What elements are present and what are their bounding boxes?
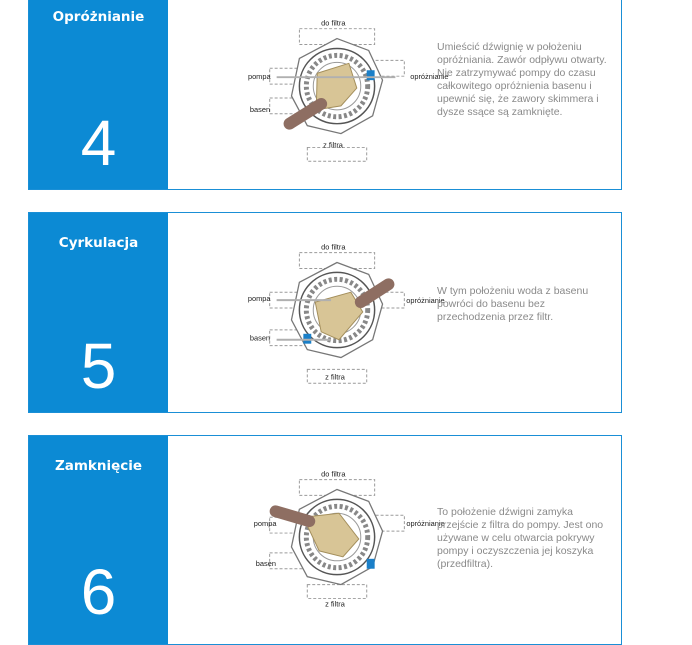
card-title: Zamknięcie xyxy=(54,458,143,474)
port-marker xyxy=(366,558,375,569)
card-title: Cyrkulacja xyxy=(58,235,139,251)
valve-diagram: do filtra pompa basen opróżnianie z filt… xyxy=(248,243,445,384)
lever-handle xyxy=(302,512,360,558)
card-number: 5 xyxy=(80,330,117,402)
label-left-bottom: basen xyxy=(250,105,270,114)
card-description: W tym położeniu woda z basenu powróci do… xyxy=(437,285,589,323)
label-top: do filtra xyxy=(321,19,346,28)
card-side-panel: Cyrkulacja 5 xyxy=(29,213,168,412)
label-top: do filtra xyxy=(321,243,346,252)
valve-diagram: do filtra pompa basen opróżnianie z filt… xyxy=(248,19,449,162)
lever-grip xyxy=(354,278,395,309)
valve-diagram: do filtra pompa basen opróżnianie z filt… xyxy=(254,470,445,609)
label-right: opróżnianie xyxy=(410,72,448,81)
card-number: 6 xyxy=(80,556,117,628)
label-left-top: pompa xyxy=(254,519,278,528)
label-right: opróżnianie xyxy=(406,296,444,305)
lever-grip xyxy=(269,505,316,528)
label-left-bottom: basen xyxy=(256,559,276,568)
label-left-bottom: basen xyxy=(250,334,270,343)
label-left-top: pompa xyxy=(248,294,272,303)
card-description: To położenie dźwigni zamyka przejście z … xyxy=(437,506,604,570)
label-right: opróżnianie xyxy=(406,519,444,528)
card-side-panel: Opróżnianie 4 xyxy=(29,0,168,189)
port-marker xyxy=(366,70,375,81)
label-bottom: z filtra xyxy=(325,599,346,608)
label-top: do filtra xyxy=(321,470,346,479)
label-bottom: z filtra xyxy=(323,140,344,149)
label-bottom: z filtra xyxy=(325,372,346,381)
card-description: Umieścić dźwignię w położeniu opróżniani… xyxy=(437,41,607,118)
label-left-top: pompa xyxy=(248,72,272,81)
lever-grip xyxy=(283,97,328,130)
position-card-5: Cyrkulacja 5 do filtra pompa basen opróż… xyxy=(28,212,622,413)
card-side-panel: Zamknięcie 6 xyxy=(29,436,168,644)
position-card-6: Zamknięcie 6 do filtra pompa basen opróż… xyxy=(28,435,622,645)
lever-handle xyxy=(314,291,364,341)
position-card-4: Opróżnianie 4 do filtra pompa basen opró… xyxy=(28,0,622,190)
card-number: 4 xyxy=(80,107,117,179)
card-title: Opróżnianie xyxy=(52,9,145,25)
